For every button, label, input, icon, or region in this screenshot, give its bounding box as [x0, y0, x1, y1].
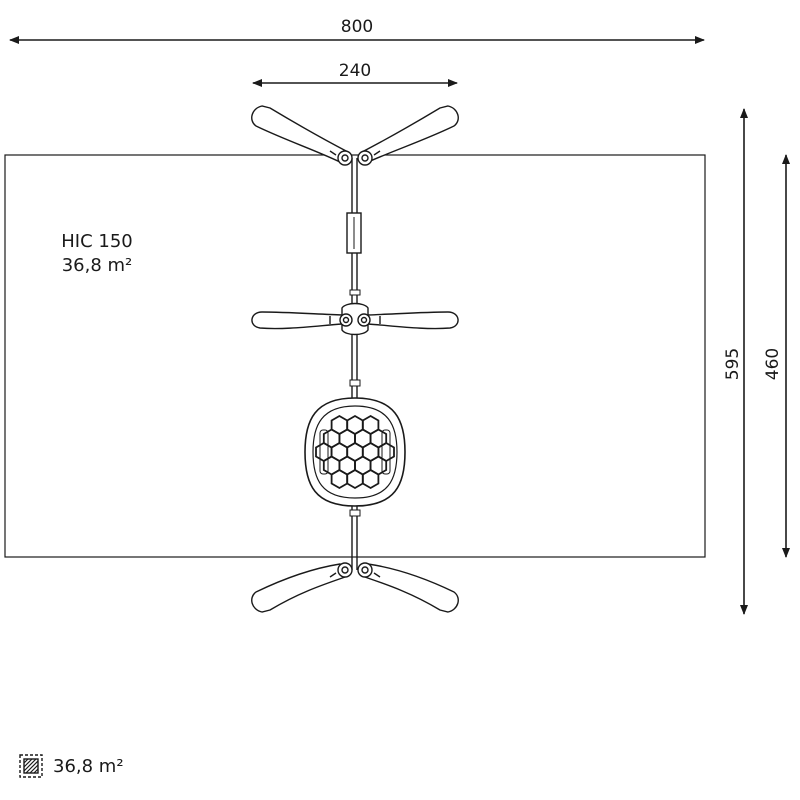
legend-area-label: 36,8 m²	[53, 755, 124, 777]
safety-area-rect	[4, 154, 706, 558]
hexagon-net	[315, 414, 395, 490]
overall-length-label: 595	[723, 348, 743, 380]
equipment-width-label: 240	[339, 61, 371, 81]
dimension-area-length: 460	[763, 154, 790, 558]
bottom-frame-legs	[251, 562, 459, 613]
area-length-label: 460	[763, 348, 783, 380]
hic-label: HIC 150	[61, 231, 133, 252]
nest-swing	[304, 397, 406, 507]
net-hexagon	[361, 468, 380, 490]
overall-width-label: 800	[341, 17, 373, 37]
hatched-area-icon	[19, 754, 43, 778]
dimension-equipment-width: 240	[252, 61, 458, 87]
dimension-overall-length: 595	[723, 108, 748, 615]
middle-frame-legs	[251, 302, 459, 336]
dimension-overall-width: 800	[9, 17, 705, 44]
equipment-beam	[346, 158, 362, 570]
area-label: 36,8 m²	[62, 255, 133, 276]
top-frame-legs	[251, 105, 459, 166]
legend: 36,8 m²	[18, 752, 124, 780]
